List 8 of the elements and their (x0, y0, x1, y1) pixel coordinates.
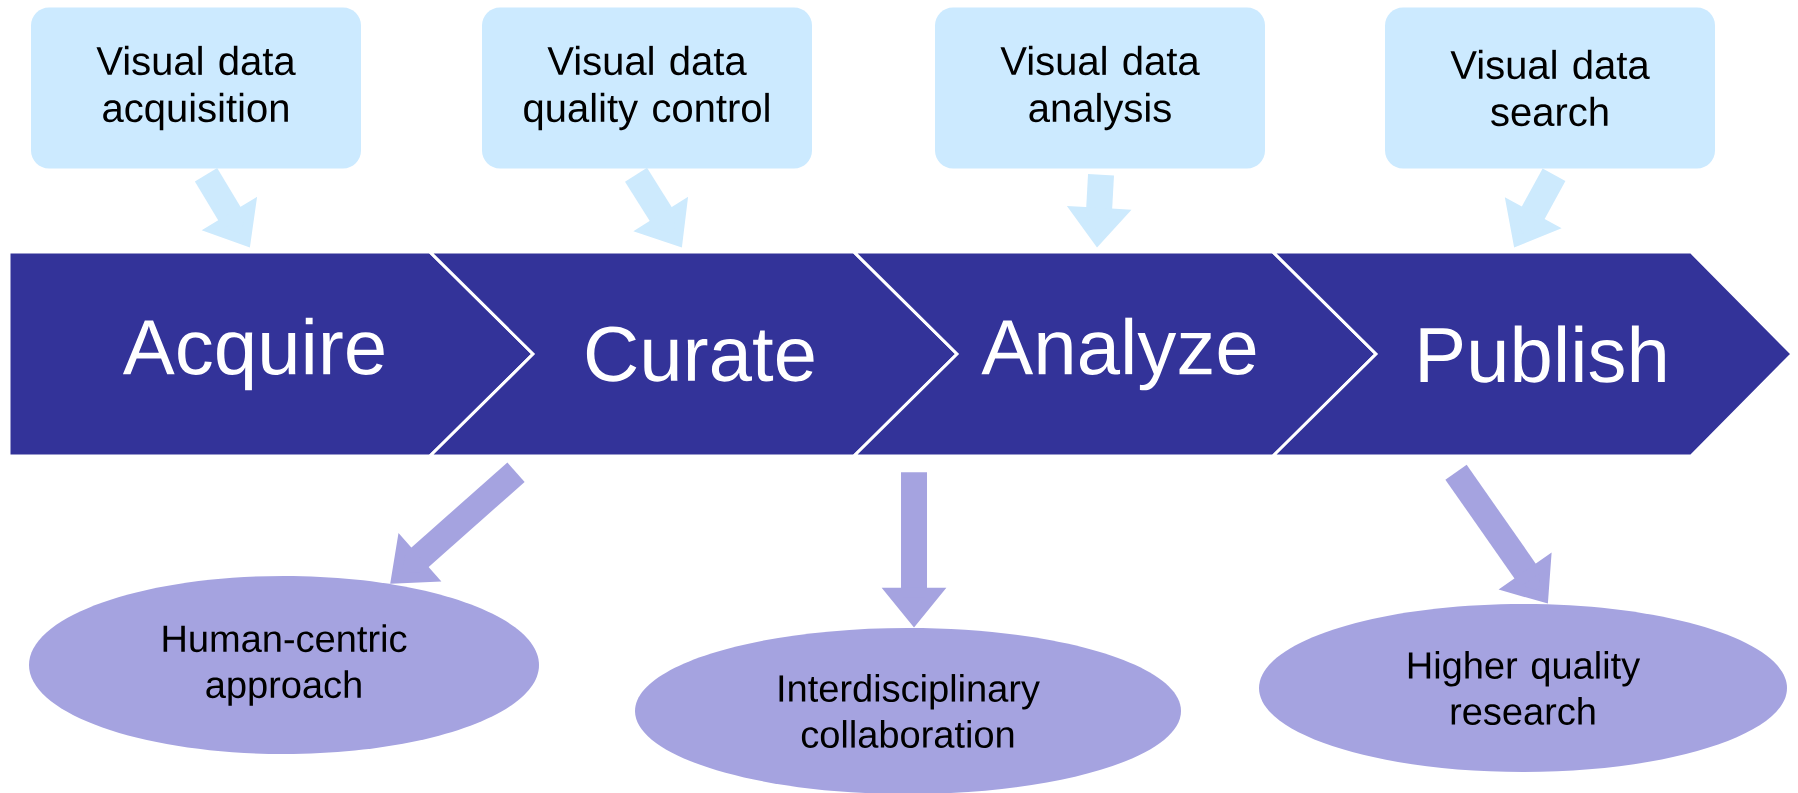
callout-box: Visual data quality control (482, 7, 812, 169)
callout-box: Visual data analysis (935, 7, 1265, 169)
chevron-step: Publish (1269, 250, 1795, 458)
callout-box: Visual data acquisition (31, 7, 361, 169)
node-label: Publish (1420, 325, 1665, 383)
chevron-step: Curate (426, 250, 960, 458)
chevron-step: Analyze (850, 250, 1379, 458)
callout-box: Visual data search (1385, 7, 1715, 169)
